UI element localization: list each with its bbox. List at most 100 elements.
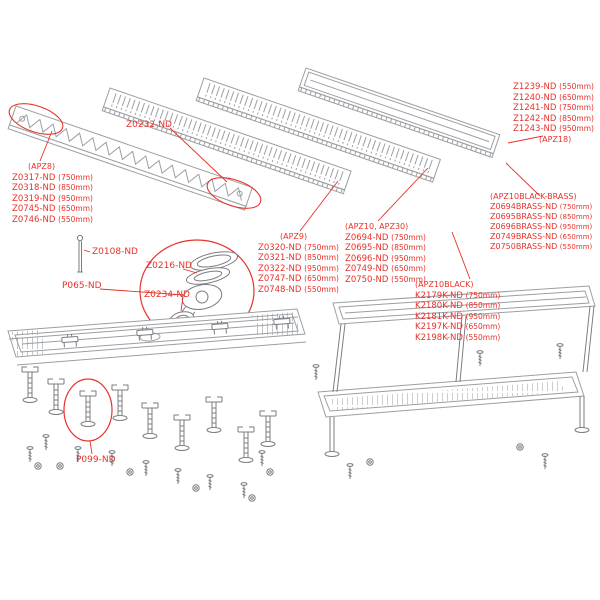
part-size: (650mm) bbox=[465, 322, 501, 331]
part-row: Z0750BRASS-ND (550mm) bbox=[490, 242, 592, 252]
part-size: (950mm) bbox=[465, 311, 501, 321]
part-code: K2179K-ND bbox=[415, 290, 463, 301]
channel-assembly-right-drawing bbox=[312, 285, 596, 480]
part-row: Z0322-ND (950mm) bbox=[258, 264, 339, 275]
series-heading-apz9: (APZ9) bbox=[280, 232, 308, 241]
part-code: Z0696BRASS-ND bbox=[490, 222, 558, 231]
part-row: Z0317-ND (750mm) bbox=[12, 173, 93, 184]
part-code: Z0695BRASS-ND bbox=[490, 212, 558, 221]
part-row: Z1241-ND (750mm) bbox=[513, 103, 594, 114]
part-code: Z0321-ND bbox=[258, 253, 302, 263]
part-code: K2198K-ND bbox=[415, 332, 463, 343]
part-size: (550mm) bbox=[465, 332, 501, 342]
part-list-apz18: Z1239-ND (550mm) Z1240-ND (650mm) Z1241-… bbox=[513, 82, 594, 145]
grate-apz8-drawing bbox=[7, 105, 254, 211]
part-size: (550mm) bbox=[58, 214, 93, 224]
part-size: (950mm) bbox=[559, 124, 594, 133]
part-list-brass: (APZ10BLACK-BRASS) Z0694BRASS-ND (750mm)… bbox=[490, 192, 592, 252]
part-code: Z0750-ND bbox=[345, 274, 389, 285]
part-row: Z0694-ND (750mm) bbox=[345, 233, 426, 244]
anchor-pin-drawing bbox=[76, 234, 84, 273]
part-size: (650mm) bbox=[304, 274, 339, 283]
part-row: K2197K-ND (650mm) bbox=[415, 322, 500, 333]
part-size: (650mm) bbox=[559, 92, 594, 102]
leg-highlight-ellipse bbox=[63, 378, 113, 442]
part-size: (650mm) bbox=[559, 233, 593, 241]
series-heading-apz8: (APZ8) bbox=[28, 162, 56, 171]
part-code: K2197K-ND bbox=[415, 322, 463, 332]
series-heading-apz10black: (APZ10BLACK) bbox=[415, 280, 474, 289]
channel-assembly-left-drawing bbox=[7, 308, 307, 366]
grate-apz9-drawing bbox=[101, 87, 352, 195]
part-size: (550mm) bbox=[304, 284, 339, 294]
part-code: Z1242-ND bbox=[513, 113, 557, 124]
trap-body bbox=[174, 284, 223, 330]
part-size: (650mm) bbox=[58, 204, 93, 213]
part-row: Z0319-ND (950mm) bbox=[12, 194, 93, 205]
callout-p065: P065-ND bbox=[62, 281, 102, 291]
part-size: (750mm) bbox=[559, 203, 593, 211]
part-rows-apz10black: K2179K-ND (750mm) K2180K-ND (850mm) K218… bbox=[415, 291, 500, 344]
part-code: Z0749-ND bbox=[345, 264, 389, 274]
part-code: K2180K-ND bbox=[415, 301, 463, 311]
part-row: K2198K-ND (550mm) bbox=[415, 333, 500, 344]
part-rows-brass: Z0694BRASS-ND (750mm) Z0695BRASS-ND (850… bbox=[490, 202, 592, 252]
part-code: Z0695-ND bbox=[345, 243, 389, 253]
part-code: Z0749BRASS-ND bbox=[490, 232, 558, 241]
part-code: Z0319-ND bbox=[12, 193, 56, 204]
part-row: Z0745-ND (650mm) bbox=[12, 204, 93, 215]
part-size: (850mm) bbox=[58, 183, 93, 192]
part-row: Z0694BRASS-ND (750mm) bbox=[490, 202, 592, 212]
part-list-apz8: (APZ8) Z0317-ND (750mm) Z0318-ND (850mm)… bbox=[12, 162, 93, 225]
part-size: (750mm) bbox=[391, 232, 426, 242]
part-row: Z0695BRASS-ND (850mm) bbox=[490, 212, 592, 222]
part-rows-apz10: Z0694-ND (750mm) Z0695-ND (850mm) Z0696-… bbox=[345, 233, 426, 286]
part-row: Z0746-ND (550mm) bbox=[12, 215, 93, 226]
grate-apz18-drawing bbox=[297, 67, 501, 159]
part-row: Z1240-ND (650mm) bbox=[513, 93, 594, 104]
part-code: Z0747-ND bbox=[258, 274, 302, 284]
callout-z0232: Z0232-ND bbox=[126, 120, 172, 130]
part-rows-apz9: Z0320-ND (750mm) Z0321-ND (850mm) Z0322-… bbox=[258, 243, 339, 296]
highlight-ellipse-right bbox=[206, 177, 262, 209]
part-row: Z0696BRASS-ND (950mm) bbox=[490, 222, 592, 232]
part-code: Z0696-ND bbox=[345, 253, 389, 264]
part-list-apz9: (APZ9) Z0320-ND (750mm) Z0321-ND (850mm)… bbox=[258, 232, 339, 295]
part-size: (950mm) bbox=[559, 223, 593, 231]
part-size: (750mm) bbox=[559, 103, 594, 112]
part-row: Z0748-ND (550mm) bbox=[258, 285, 339, 296]
part-size: (950mm) bbox=[58, 193, 93, 203]
series-heading-apz18: (APZ18) bbox=[539, 134, 572, 144]
part-row: Z0695-ND (850mm) bbox=[345, 243, 426, 254]
part-row: Z0750-ND (550mm) bbox=[345, 275, 426, 286]
part-code: Z0322-ND bbox=[258, 263, 302, 274]
part-size: (950mm) bbox=[391, 253, 426, 263]
part-row: Z0749-ND (650mm) bbox=[345, 264, 426, 275]
part-size: (550mm) bbox=[559, 243, 593, 251]
part-size: (850mm) bbox=[559, 113, 594, 123]
series-heading-apz10: (APZ10, APZ30) bbox=[345, 222, 409, 231]
callout-z0216: Z0216-ND bbox=[146, 261, 192, 271]
grate-apz10-drawing bbox=[195, 77, 442, 183]
part-row: Z1242-ND (850mm) bbox=[513, 114, 594, 125]
part-row: Z0696-ND (950mm) bbox=[345, 254, 426, 265]
part-row: Z0747-ND (650mm) bbox=[258, 274, 339, 285]
part-code: Z0750BRASS-ND bbox=[490, 242, 558, 251]
part-row: Z1239-ND (550mm) bbox=[513, 82, 594, 93]
part-code: Z0748-ND bbox=[258, 284, 302, 295]
part-size: (850mm) bbox=[465, 301, 501, 310]
series-heading-brass: (APZ10BLACK-BRASS) bbox=[490, 192, 577, 201]
part-rows-apz18: Z1239-ND (550mm) Z1240-ND (650mm) Z1241-… bbox=[513, 82, 594, 135]
part-row: Z0318-ND (850mm) bbox=[12, 183, 93, 194]
part-code: Z1241-ND bbox=[513, 103, 557, 113]
part-size: (750mm) bbox=[304, 242, 339, 252]
part-row: Z0321-ND (850mm) bbox=[258, 253, 339, 264]
part-code: Z0694BRASS-ND bbox=[490, 202, 558, 211]
part-size: (550mm) bbox=[559, 82, 594, 91]
part-row: Z1243-ND (950mm) bbox=[513, 124, 594, 135]
washers bbox=[34, 462, 274, 502]
part-row: Z0749BRASS-ND (650mm) bbox=[490, 232, 592, 242]
part-row: Z0320-ND (750mm) bbox=[258, 243, 339, 254]
part-code: Z0694-ND bbox=[345, 232, 389, 243]
